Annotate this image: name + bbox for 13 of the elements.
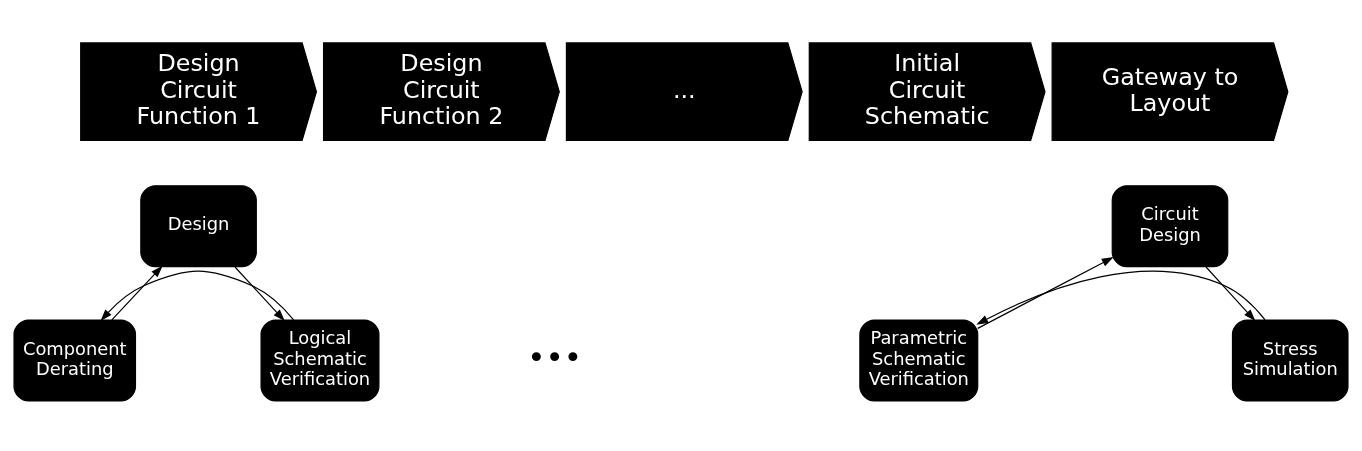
node-box: Design <box>140 184 257 267</box>
node-box: Parametric Schematic Verification <box>859 318 979 402</box>
node-box: Stress Simulation <box>1231 318 1349 402</box>
arrow <box>234 265 285 321</box>
label: ••• <box>527 338 582 375</box>
arrow <box>976 270 1266 325</box>
node-box: Logical Schematic Verification <box>260 318 380 402</box>
arrow <box>100 270 295 321</box>
arrow <box>1205 265 1256 321</box>
node-box: Component Derating <box>13 318 137 402</box>
node-box: Circuit Design <box>1111 184 1229 267</box>
arrow <box>111 265 163 320</box>
arrow <box>977 256 1114 329</box>
